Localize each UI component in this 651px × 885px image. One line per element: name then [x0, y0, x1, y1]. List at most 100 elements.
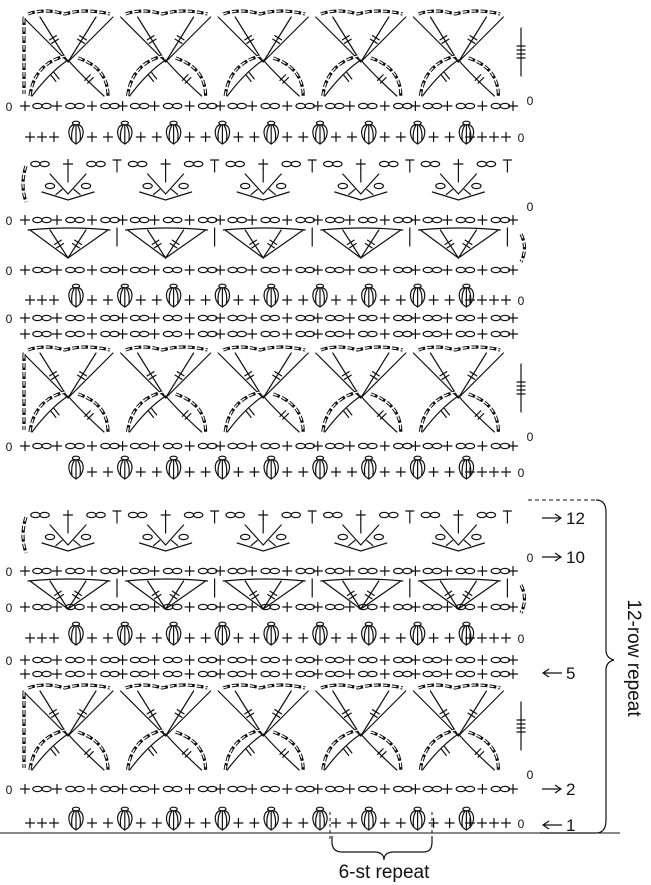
chain-symbol [490, 603, 501, 611]
treble-bar [245, 410, 252, 418]
single-crochet-symbol [428, 466, 439, 478]
chain-symbol [490, 656, 501, 664]
single-crochet-symbol [51, 214, 63, 226]
single-crochet-symbol [507, 264, 519, 276]
single-crochet-symbol [507, 312, 519, 324]
chain-symbol [295, 314, 306, 322]
treble-bar [379, 76, 387, 84]
treble-bar [174, 374, 183, 380]
single-crochet-symbol [312, 601, 323, 613]
chain-symbol [464, 102, 476, 110]
single-crochet-symbol [442, 440, 453, 452]
single-crochet-symbol [477, 565, 488, 577]
chain-symbol [332, 160, 343, 168]
chain-loop-arc [77, 730, 110, 771]
chain-symbol [227, 567, 238, 575]
chain-symbol [100, 656, 111, 664]
chain-symbol [197, 656, 209, 664]
chain-loop-arc [370, 392, 403, 433]
single-crochet-symbol [117, 264, 128, 276]
chain-symbol [129, 330, 141, 338]
single-crochet-symbol [507, 654, 519, 666]
diamond-stitches [147, 167, 185, 195]
chain-symbol [65, 330, 76, 338]
treble-bar [341, 709, 350, 715]
single-crochet-symbol [477, 440, 488, 452]
treble-bar [48, 709, 57, 715]
treble-bar [71, 593, 80, 600]
single-crochet-symbol [151, 131, 162, 143]
single-crochet-symbol [442, 654, 453, 666]
chain-symbol [239, 533, 251, 541]
chain-symbol [388, 160, 399, 168]
chain-symbol [413, 455, 422, 461]
chain-symbol [234, 511, 245, 519]
chain-symbol [364, 120, 373, 126]
chain-symbol [178, 533, 189, 541]
chain-symbol [236, 442, 247, 450]
single-crochet-symbol [160, 158, 171, 170]
single-crochet-symbol [247, 668, 258, 680]
chain-symbol [41, 314, 52, 322]
treble-bar [53, 590, 62, 597]
single-crochet-symbol [36, 817, 48, 829]
chain-loop-arc-inner [370, 731, 402, 771]
chain-loop-arc [175, 730, 208, 771]
treble-bar [55, 188, 63, 196]
single-crochet-symbol [464, 294, 476, 306]
chain-symbol [393, 314, 404, 322]
chain-loop-arc-inner [222, 684, 306, 689]
single-crochet-symbol [102, 466, 114, 478]
turning-chain-marker: 0 [518, 131, 525, 145]
single-crochet-symbol [410, 601, 421, 613]
chain-symbol [260, 266, 271, 274]
single-crochet-symbol [442, 783, 453, 795]
leaf-outline [129, 733, 203, 771]
treble-bar [56, 593, 65, 600]
single-crochet-symbol [507, 440, 519, 452]
chain-symbol [464, 670, 476, 678]
chain-symbol [364, 283, 373, 289]
chain-symbol [295, 266, 306, 274]
chain-loop-arc-inner [467, 393, 499, 433]
single-crochet-symbol [395, 131, 406, 143]
chain-symbol [260, 442, 271, 450]
treble-bar [76, 712, 85, 718]
chain-symbol [41, 266, 52, 274]
chain-loop-arc-inner [77, 393, 109, 433]
chain-loop-arc-inner [77, 731, 109, 771]
chain-symbol [218, 283, 227, 289]
chain-symbol [127, 511, 139, 519]
bobble-stitch-strokes [363, 287, 374, 308]
single-crochet-symbol [379, 440, 390, 452]
treble-bar [146, 709, 155, 715]
treble-bar [174, 712, 183, 718]
bobble-stitch-strokes [412, 810, 423, 831]
row-number: 12 [566, 509, 585, 528]
leaf-outline [324, 733, 398, 771]
chain-symbol [129, 670, 141, 678]
single-crochet-symbol [282, 817, 293, 829]
diamond-base [334, 542, 388, 552]
single-crochet-symbol [48, 131, 60, 143]
chain-symbol [138, 670, 150, 678]
chain-symbol [269, 314, 280, 322]
chain-symbol [295, 102, 306, 110]
long-stitch [120, 16, 212, 63]
treble-bar [282, 750, 290, 758]
diamond-stitches [342, 167, 380, 195]
chain-symbol [276, 533, 287, 541]
chain-loop-arc [28, 728, 66, 771]
single-crochet-symbol [379, 817, 390, 829]
single-crochet-symbol [379, 131, 390, 143]
chain-symbol [138, 266, 150, 274]
chain-symbol [227, 266, 238, 274]
bobble-stitch-strokes [71, 287, 81, 308]
bobble-stitch-strokes [363, 810, 374, 831]
chain-symbol [80, 533, 92, 541]
chain-symbol [358, 216, 369, 224]
edge-stitch [405, 510, 415, 524]
single-crochet-symbol [117, 668, 128, 680]
diamond-stitches [439, 167, 477, 195]
treble-bar [369, 712, 378, 718]
